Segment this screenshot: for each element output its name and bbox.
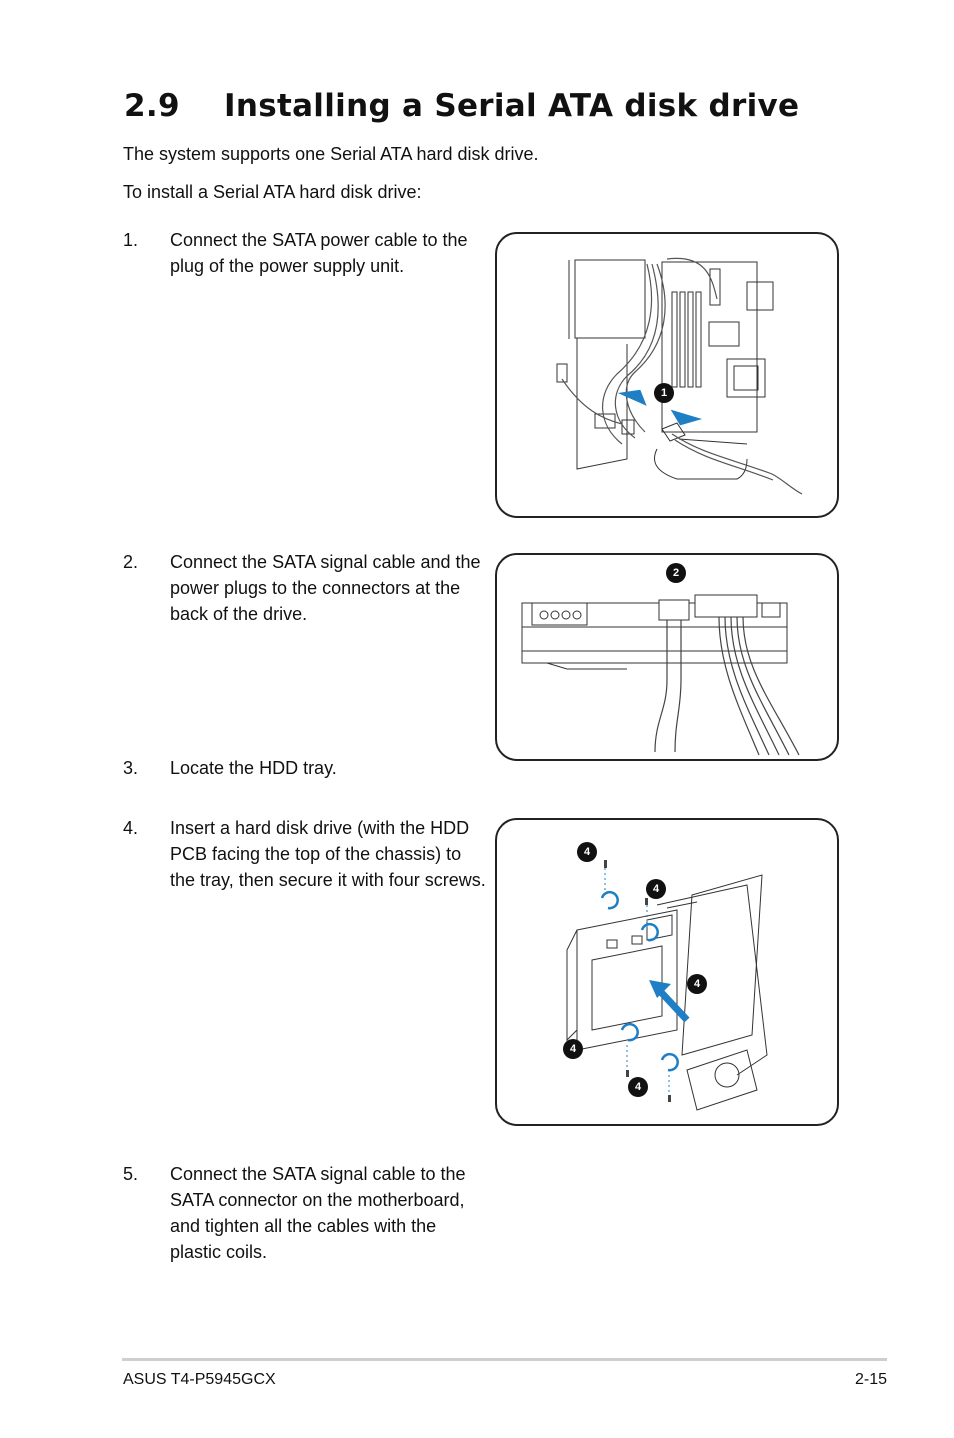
callout-2: 2: [666, 563, 686, 583]
callout-4: 4: [646, 879, 666, 899]
callout-1: 1: [654, 383, 674, 403]
step-1-number: 1.: [123, 230, 139, 250]
footer-product: ASUS T4-P5945GCX: [123, 1371, 276, 1388]
step-3-number: 3.: [123, 758, 139, 778]
chassis-illustration: [556, 257, 803, 495]
figure-hdd-tray: 4 4 4 4 4: [495, 818, 839, 1126]
figure-drive-connectors: 2: [495, 553, 839, 761]
step-4-text: Insert a hard disk drive (with the HDD P…: [170, 818, 486, 890]
callout-4: 4: [563, 1039, 583, 1059]
step-3-text: Locate the HDD tray.: [170, 758, 337, 778]
step-4-number: 4.: [123, 818, 139, 838]
tray-illustration: [566, 860, 768, 1111]
lead-text: To install a Serial ATA hard disk drive:: [123, 182, 422, 202]
drive-illustration: [521, 594, 800, 756]
callout-4: 4: [687, 974, 707, 994]
figure-power-cable: 1: [495, 232, 839, 518]
step-2-number: 2.: [123, 552, 139, 572]
step-1-text: Connect the SATA power cable to the plug…: [170, 230, 468, 276]
section-number: 2.9: [124, 88, 180, 124]
step-5-text: Connect the SATA signal cable to the SAT…: [170, 1164, 466, 1262]
footer-page-number: 2-15: [854, 1371, 887, 1388]
callout-4: 4: [628, 1077, 648, 1097]
step-5-number: 5.: [123, 1164, 139, 1184]
step-2-text: Connect the SATA signal cable and the po…: [170, 552, 481, 624]
footer-rule: [122, 1358, 887, 1361]
intro-text: The system supports one Serial ATA hard …: [123, 144, 539, 164]
callout-4: 4: [577, 842, 597, 862]
section-title: Installing a Serial ATA disk drive: [224, 88, 800, 124]
